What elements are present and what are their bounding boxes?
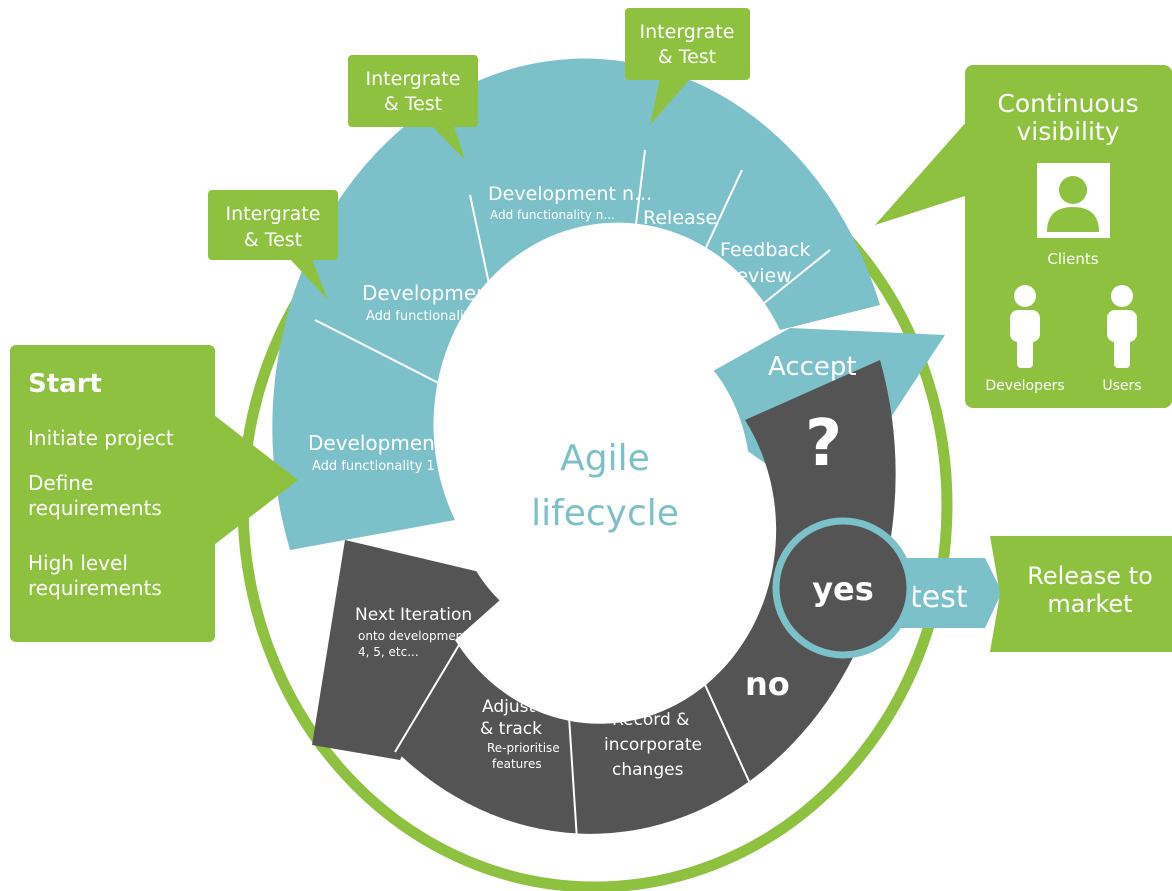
developers-label: Developers: [985, 378, 1064, 394]
next-iteration-title: Next Iteration: [355, 605, 472, 625]
start-item-define-2: requirements: [28, 496, 162, 520]
test-label: test: [910, 580, 968, 615]
clients-icon: [1037, 163, 1110, 238]
start-box: [10, 345, 215, 642]
dev1-subtitle: Add functionality 1: [312, 459, 435, 474]
release-label: Release: [643, 207, 717, 229]
yes-circle: [772, 517, 914, 659]
callout-integrate-test-2: Intergrate & Test: [348, 55, 478, 160]
review-label: Review: [724, 265, 792, 287]
visibility-title-1: Continuous: [997, 89, 1138, 118]
start-item-high-1: High level: [28, 551, 128, 575]
next-iteration-sub2: 4, 5, etc...: [358, 645, 419, 659]
release-market-line2: market: [1047, 590, 1132, 618]
devn-title: Development n...: [488, 183, 652, 205]
teal-ring-band: [272, 58, 881, 551]
next-iteration-sub1: onto development: [358, 629, 468, 643]
visibility-pointer: [875, 120, 968, 225]
adjust-sub1: Re-prioritise: [487, 741, 560, 755]
callout-integrate-test-3: Intergrate & Test: [625, 8, 750, 125]
feedback-label: Feedback: [720, 239, 810, 261]
adjust-line1: Adjust: [482, 697, 535, 717]
callout-integrate-test-1: Intergrate & Test: [208, 190, 338, 300]
svg-text:Intergrate: Intergrate: [640, 21, 735, 43]
adjust-line2: & track: [480, 719, 542, 739]
dev2-subtitle: Add functionality 2: [366, 309, 489, 324]
start-item-initiate: Initiate project: [28, 426, 174, 450]
segment-dividers: [314, 149, 831, 841]
record-line3: changes: [612, 760, 684, 780]
accept-label: Accept: [768, 352, 857, 382]
svg-text:& Test: & Test: [244, 229, 302, 251]
developers-icon: [1010, 285, 1040, 368]
start-item-define-1: Define: [28, 471, 93, 495]
visibility-title-2: visibility: [1016, 117, 1119, 146]
record-line2: incorporate: [604, 735, 702, 755]
release-to-market-box: [990, 536, 1172, 652]
svg-text:& Test: & Test: [658, 46, 716, 68]
center-title-line1: Agile: [560, 438, 650, 479]
dev2-title: Development 2: [362, 281, 516, 305]
no-label: no: [745, 665, 790, 703]
svg-text:Intergrate: Intergrate: [226, 203, 321, 225]
center-circle: [450, 313, 750, 643]
dark-ring-band: [395, 360, 896, 834]
start-title: Start: [28, 369, 102, 399]
devn-subtitle: Add functionality n...: [490, 208, 615, 222]
users-icon: [1107, 285, 1137, 368]
center-title-line2: lifecycle: [531, 493, 679, 534]
users-label: Users: [1102, 378, 1141, 394]
adjust-sub2: features: [492, 757, 542, 771]
question-mark: ?: [805, 407, 842, 481]
record-line1: Record &: [612, 710, 689, 730]
yes-label: yes: [812, 570, 874, 608]
svg-text:& Test: & Test: [384, 93, 442, 115]
clients-label: Clients: [1047, 250, 1098, 268]
release-market-line1: Release to: [1027, 562, 1153, 590]
start-arrow: [214, 415, 298, 545]
start-item-high-2: requirements: [28, 576, 162, 600]
svg-text:Intergrate: Intergrate: [366, 68, 461, 90]
dev1-title: Development 1: [308, 431, 462, 455]
